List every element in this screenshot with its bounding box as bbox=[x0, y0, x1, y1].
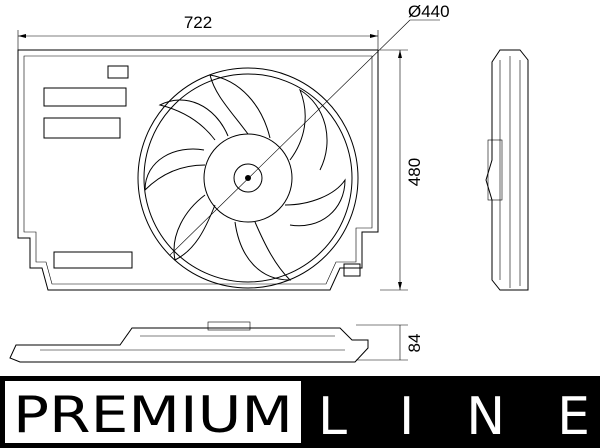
fan-blades bbox=[144, 74, 346, 281]
premium-line-banner: PREMIUM LINE bbox=[0, 376, 600, 448]
depth-label: 84 bbox=[405, 334, 424, 353]
front-view bbox=[17, 49, 379, 291]
width-label: 722 bbox=[184, 13, 212, 32]
height-label: 480 bbox=[405, 158, 424, 186]
diameter-dimension: Ø440 bbox=[169, 2, 450, 256]
side-view bbox=[485, 49, 529, 291]
width-dimension: 722 bbox=[17, 13, 379, 55]
height-dimension: 480 bbox=[380, 49, 424, 291]
diameter-label: Ø440 bbox=[408, 2, 450, 21]
bottom-view: 84 bbox=[9, 321, 424, 363]
banner-premium-text: PREMIUM bbox=[13, 386, 293, 444]
